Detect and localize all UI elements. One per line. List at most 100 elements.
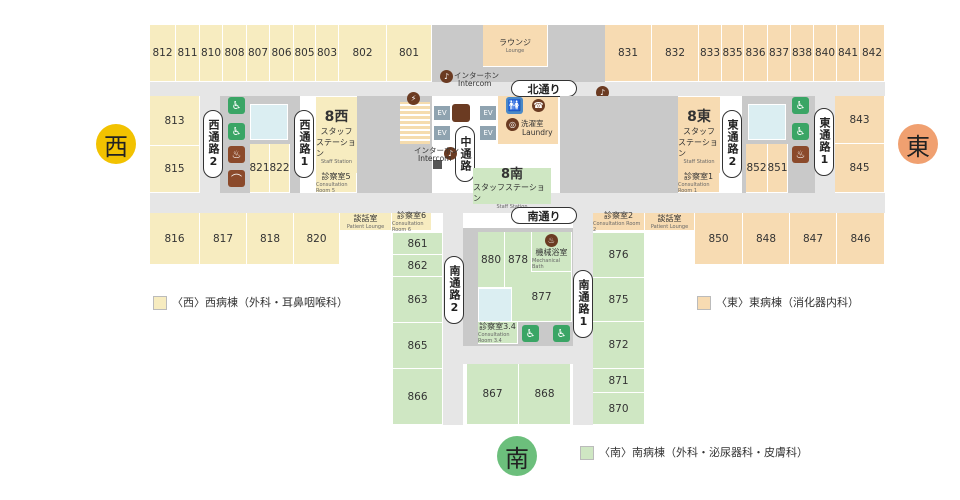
intercom-icon: ♪	[440, 70, 453, 83]
legend-swatch-south	[580, 446, 594, 460]
building-icon	[452, 104, 470, 122]
consult-room-5: 診察室5 Consultation Room 5	[316, 172, 357, 194]
room: 813	[150, 96, 200, 146]
south-staff-num: 8南	[500, 166, 524, 182]
lounge-label-en: Lounge	[505, 48, 525, 54]
room: 817	[200, 213, 247, 265]
bath-label-en: Mechanical Bath	[532, 257, 561, 270]
room: 807	[247, 25, 270, 82]
legend-swatch-west	[153, 296, 167, 310]
consult-6-en: Consultation Room 6	[392, 221, 424, 233]
room: 811	[176, 25, 200, 82]
laundry-label-en: Laundry	[522, 128, 553, 137]
wheelchair-toilet-icon: ♿	[792, 123, 809, 140]
patient-lounge-en: Patient Lounge	[346, 224, 385, 230]
room: 843	[835, 96, 885, 144]
room: 847	[790, 213, 837, 265]
room: 866	[393, 369, 443, 425]
room: 820	[294, 213, 340, 265]
central-core-right	[560, 96, 678, 193]
west-staff-jp1: スタッフ	[320, 126, 353, 136]
compass-east: 東	[898, 124, 938, 164]
room: 816	[150, 213, 200, 265]
utility-icon: ⌒	[228, 170, 245, 187]
legend-swatch-east	[697, 296, 711, 310]
east-corridor-2-label: 東通路2	[722, 110, 742, 178]
south-corridor-mid	[463, 346, 573, 364]
room: 872	[593, 322, 645, 369]
room: 822	[269, 144, 290, 193]
east-staff-jp2: ステーション	[678, 137, 718, 158]
wheelchair-toilet-icon: ♿	[522, 325, 539, 342]
consult-room-3-4: 診察室3.4 Consultation Room 3.4	[478, 322, 518, 344]
room: 865	[393, 323, 443, 369]
south-corridor-2-label: 南通路2	[444, 256, 464, 324]
legend-east: 〈東〉東病棟（消化器内科）	[716, 296, 859, 309]
room: 875	[593, 278, 645, 322]
bath-icon: ♨	[792, 146, 809, 163]
laundry-label: 洗濯室	[521, 119, 544, 128]
room: 845	[835, 144, 885, 193]
patient-lounge-west: 談話室 Patient Lounge	[340, 213, 392, 231]
room: 871	[593, 369, 645, 393]
west-staff-station: 8西 スタッフ ステーション Staff Station	[316, 97, 357, 173]
south-staff-en: Staff Station	[496, 203, 528, 210]
intercom-label: インターホン	[414, 146, 459, 155]
room: 880	[478, 232, 505, 288]
lounge-label: ラウンジ	[499, 38, 531, 47]
elevator-icon: EV	[480, 106, 496, 120]
intercom-icon: ♪	[444, 147, 457, 160]
east-staff-en: Staff Station	[683, 158, 715, 165]
intercom-icon: ♪	[596, 86, 609, 99]
phone-icon: ☎	[532, 99, 545, 112]
room: 836	[744, 25, 768, 82]
room: 806	[270, 25, 294, 82]
patient-lounge-label: 談話室	[353, 214, 378, 223]
east-corridor-1-label: 東通路1	[814, 108, 834, 176]
room: 838	[791, 25, 814, 82]
room: 803	[316, 25, 339, 82]
east-light-well	[748, 104, 786, 140]
room: 868	[519, 364, 571, 425]
room: 862	[393, 255, 443, 277]
room: 805	[294, 25, 316, 82]
consult-room-1: 診察室1 Consultation Room 1	[678, 172, 720, 194]
room: 837	[768, 25, 791, 82]
room: 815	[150, 146, 200, 193]
consult-room-6: 診察室6 Consultation Room 6	[392, 211, 432, 233]
room: 863	[393, 277, 443, 323]
intercom-label-en: Intercom	[418, 154, 452, 163]
elevator-icon: EV	[434, 106, 450, 120]
patient-lounge-label: 談話室	[657, 214, 682, 223]
stairs	[400, 102, 430, 144]
room: 840	[814, 25, 837, 82]
room: 810	[200, 25, 223, 82]
restroom-icon: 🚻	[506, 97, 523, 114]
room: 801	[387, 25, 432, 82]
room: 841	[837, 25, 860, 82]
west-corridor-1-label: 西通路1	[294, 110, 314, 178]
north-street-label: 北通り	[511, 80, 577, 97]
consult-6-label: 診察室6	[396, 211, 427, 220]
room: 852	[746, 144, 768, 193]
room: 808	[223, 25, 247, 82]
wheelchair-toilet-icon: ♿	[792, 97, 809, 114]
consult-2-en: Consultation Room 2	[593, 221, 641, 233]
consult-5-label: 診察室5	[321, 172, 351, 181]
wheelchair-toilet-icon: ♿	[553, 325, 570, 342]
lounge: ラウンジ Lounge	[483, 25, 548, 67]
west-staff-num: 8西	[324, 108, 349, 125]
room: 833	[699, 25, 722, 82]
small-square	[433, 160, 442, 169]
south-light-well	[478, 288, 512, 322]
room: 867	[467, 364, 519, 425]
room: 818	[247, 213, 294, 265]
south-staff-jp: スタッフステーション	[473, 182, 545, 203]
south-street-label: 南通り	[511, 207, 577, 224]
room: 876	[593, 233, 645, 278]
legend-south: 〈南〉南病棟（外科・泌尿器科・皮膚科）	[599, 446, 808, 459]
consult-room-2: 診察室2 Consultation Room 2	[593, 211, 645, 233]
compass-west: 西	[96, 124, 136, 164]
west-staff-en: Staff Station	[320, 158, 352, 165]
south-corridor-1-label: 南通路1	[573, 270, 593, 338]
